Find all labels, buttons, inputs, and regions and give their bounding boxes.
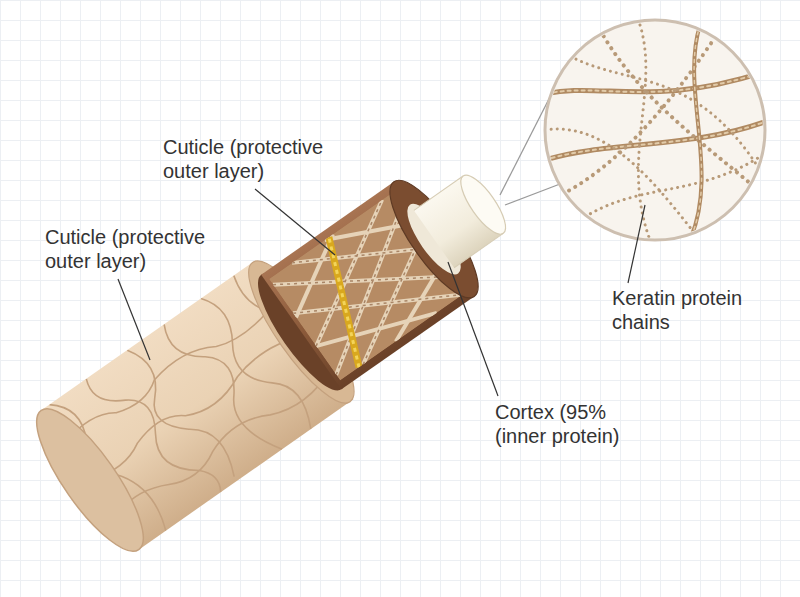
part-label: Cortex (95% (inner protein) [495,400,640,448]
part-label: Cuticle (protective outer layer) [45,225,225,273]
part-label: Keratin protein chains [612,286,772,334]
part-label: Cuticle (protective outer layer) [163,135,343,183]
